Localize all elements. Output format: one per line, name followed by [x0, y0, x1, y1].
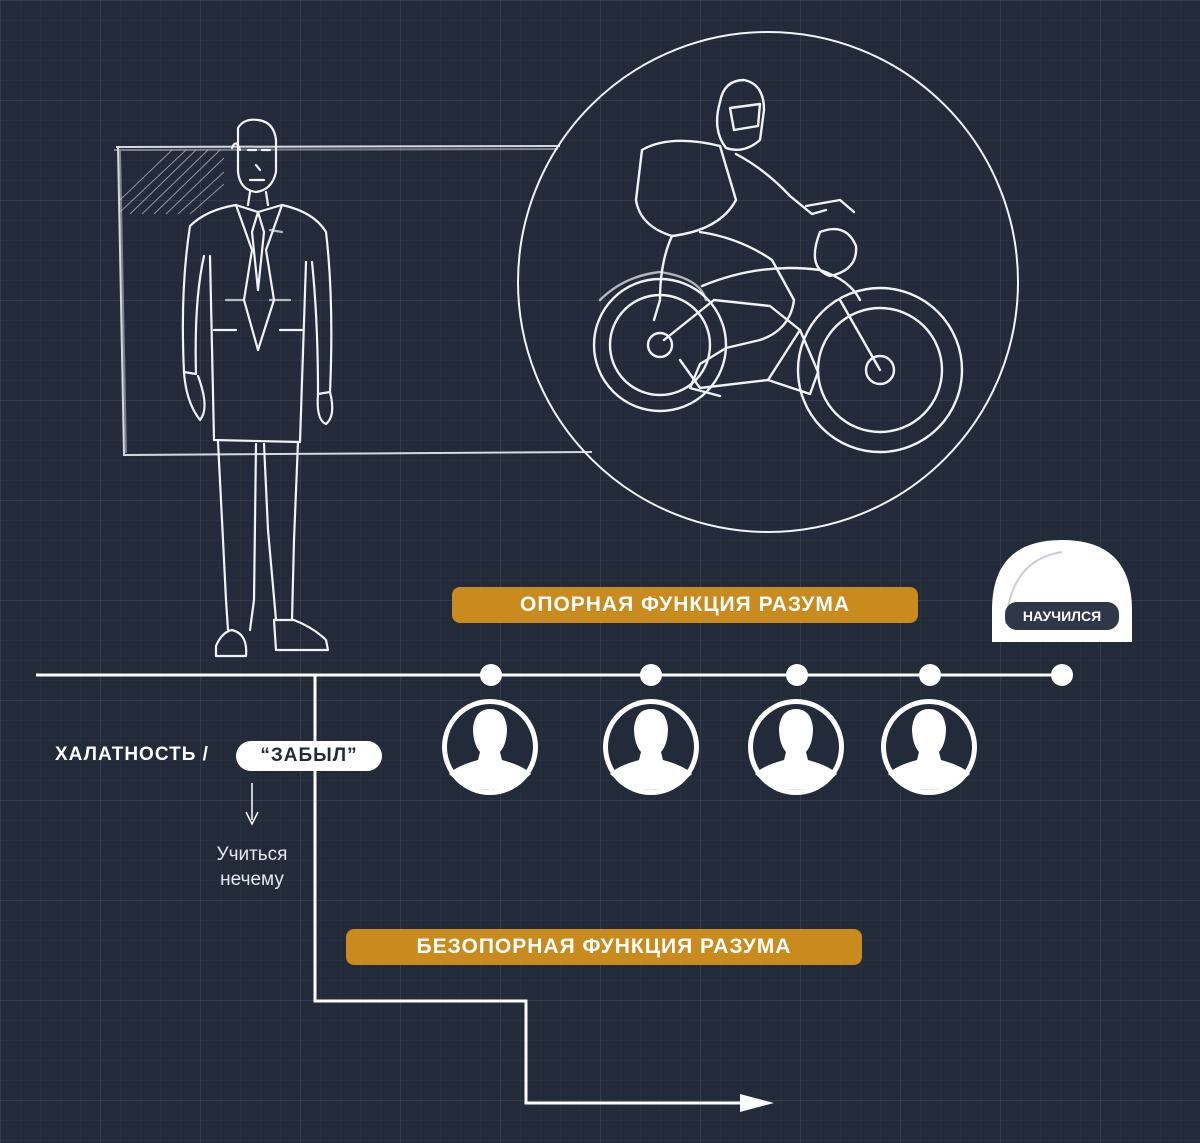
branch-line: [313, 675, 745, 1105]
timeline-node-2: [640, 664, 662, 686]
hatching: [119, 149, 225, 215]
user-avatar-icon: [442, 699, 538, 795]
learn-nothing-text: Учиться нечему: [196, 842, 308, 892]
timeline-node-3: [786, 664, 808, 686]
businessman-sketch-icon: [181, 118, 334, 658]
learn-nothing-line-2: нечему: [220, 869, 284, 890]
sketch-frame: [113, 145, 593, 457]
user-avatar-icon: [603, 699, 699, 795]
motorcyclist-sketch-icon: [592, 78, 964, 454]
user-avatar-icon: [881, 699, 977, 795]
arrow-icon: [740, 1094, 774, 1112]
user-avatar-icon: [748, 699, 844, 795]
motorcyclist-circle: [517, 31, 1019, 533]
unsupported-function-label: БЕЗОПОРНАЯ ФУНКЦИЯ РАЗУМА: [346, 929, 862, 965]
timeline-node-1: [480, 664, 502, 686]
timeline-node-end: [1051, 664, 1073, 686]
timeline-node-4: [919, 664, 941, 686]
negligence-label: ХАЛАТНОСТЬ /: [55, 744, 209, 765]
avatar-group: [442, 699, 977, 795]
learn-nothing-line-1: Учиться: [216, 844, 288, 865]
down-arrow-icon: [245, 811, 259, 826]
learned-badge: НАУЧИЛСЯ: [1005, 602, 1119, 630]
forgot-badge: “ЗАБЫЛ”: [236, 741, 382, 771]
supported-function-label: ОПОРНАЯ ФУНКЦИЯ РАЗУМА: [452, 587, 918, 623]
timeline-nodes: [480, 664, 1073, 686]
